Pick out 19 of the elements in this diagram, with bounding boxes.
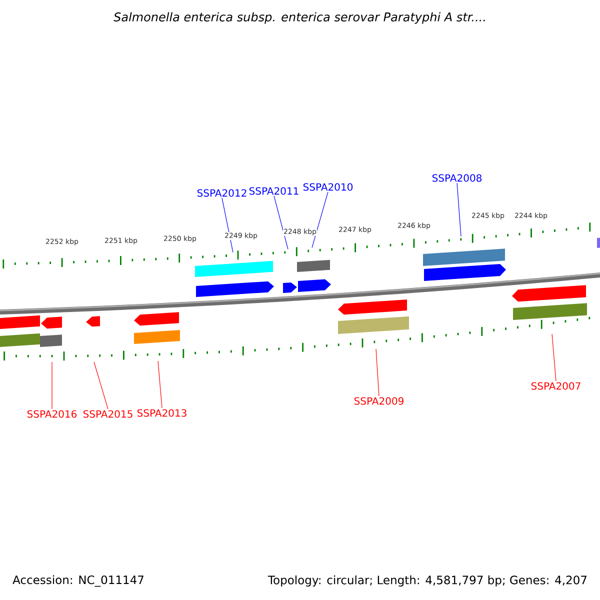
gene-label: SSPA2015 bbox=[83, 410, 132, 418]
leader-line bbox=[312, 192, 328, 248]
gene-label: SSPA2012 bbox=[197, 189, 246, 197]
leader-line bbox=[274, 196, 288, 250]
gene-label: SSPA2010 bbox=[303, 183, 353, 191]
gene-label: SSPA2009 bbox=[354, 397, 404, 405]
gene-label: SSPA2008 bbox=[432, 174, 482, 182]
leader-line bbox=[456, 182, 462, 237]
gene-label: SSPA2007 bbox=[531, 382, 580, 390]
title: Salmonella enterica subsp. enterica serovar Paratyphi A str.... bbox=[114, 12, 485, 24]
gene-label: SSPA2013 bbox=[137, 409, 186, 417]
accession-text: Accession: NC_011147 bbox=[12, 575, 144, 587]
leader-line bbox=[94, 362, 108, 410]
leader-line bbox=[552, 334, 556, 382]
leader-line bbox=[158, 360, 162, 408]
gene-label: SSPA2016 bbox=[27, 410, 77, 418]
leader-line bbox=[376, 348, 380, 396]
genome-info-text: Topology: circular; Length: 4,581,797 bp; Genes: 4,207 bbox=[268, 575, 586, 587]
gene-label: SSPA2011 bbox=[249, 187, 298, 195]
